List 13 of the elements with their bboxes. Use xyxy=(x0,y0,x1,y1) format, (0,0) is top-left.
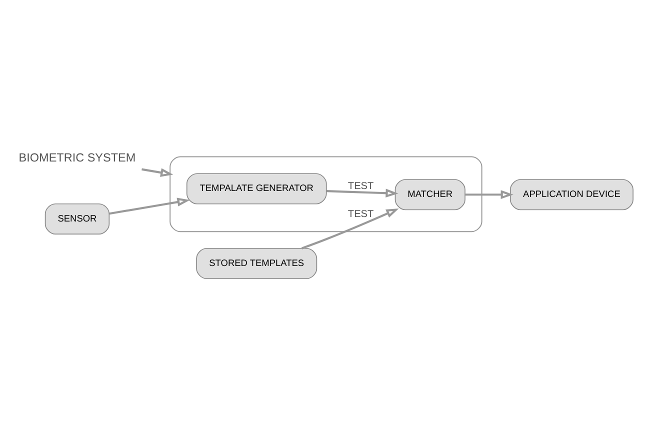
arrow xyxy=(326,188,398,198)
edge-label: TEST xyxy=(348,208,374,220)
edge-label: TEST xyxy=(348,180,374,192)
cluster xyxy=(170,156,482,232)
node-box: MATCHER xyxy=(394,178,466,210)
node-box: SENSOR xyxy=(44,202,110,234)
arrow xyxy=(109,197,190,214)
node-text: BIOMETRIC SYSTEM xyxy=(18,151,136,164)
node-box: STORED TEMPLATES xyxy=(196,247,318,279)
node-box: TEMPALATE GENERATOR xyxy=(186,172,327,204)
arrow xyxy=(142,168,174,176)
node-box: APPLICATION DEVICE xyxy=(510,178,634,210)
arrow xyxy=(465,190,514,199)
